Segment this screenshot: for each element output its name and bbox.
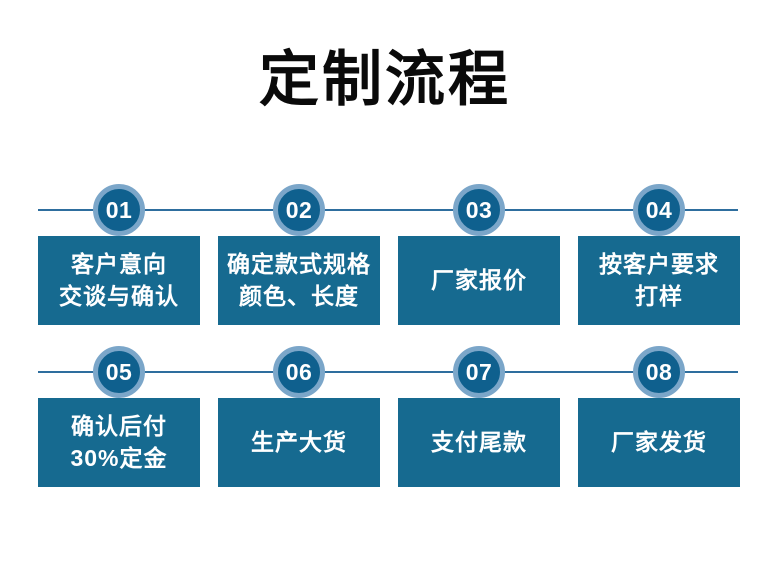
step-02-box: 确定款式规格 颜色、长度 [218, 236, 380, 325]
step-07-number: 07 [465, 358, 493, 385]
step-08-label-line1: 厂家发货 [611, 428, 707, 455]
step-08-number-badge: 08 [633, 346, 685, 398]
step-04: 04 按客户要求 打样 [578, 184, 740, 325]
step-02-number: 02 [285, 196, 313, 223]
step-01-label-line1: 客户意向 [71, 250, 167, 277]
step-03-box: 厂家报价 [398, 236, 560, 325]
step-05-box: 确认后付 30%定金 [38, 398, 200, 487]
step-01-label-line2: 交谈与确认 [59, 282, 179, 309]
step-08-box: 厂家发货 [578, 398, 740, 487]
step-05: 05 确认后付 30%定金 [38, 346, 200, 487]
step-05-number: 05 [105, 358, 133, 385]
step-05-label-line1: 确认后付 [71, 412, 167, 439]
step-01-number: 01 [105, 196, 133, 223]
step-07-number-badge: 07 [453, 346, 505, 398]
step-04-number-badge: 04 [633, 184, 685, 236]
page-title: 定制流程 [259, 46, 511, 113]
step-07-label-line1: 支付尾款 [431, 428, 527, 455]
step-01-number-badge: 01 [93, 184, 145, 236]
step-03-number: 03 [465, 196, 493, 223]
step-05-number-badge: 05 [93, 346, 145, 398]
step-03-number-badge: 03 [453, 184, 505, 236]
step-02: 02 确定款式规格 颜色、长度 [218, 184, 380, 325]
step-06-number: 06 [285, 358, 313, 385]
step-02-number-badge: 02 [273, 184, 325, 236]
flow-row-2: 05 确认后付 30%定金 06 生产大货 07 [38, 346, 740, 487]
connector-line-row2 [38, 371, 738, 373]
step-06-box: 生产大货 [218, 398, 380, 487]
step-04-box: 按客户要求 打样 [578, 236, 740, 325]
step-06-label-line1: 生产大货 [251, 428, 347, 455]
step-03-label-line1: 厂家报价 [431, 266, 527, 293]
connector-line-row1 [38, 209, 738, 211]
flow-row-1: 01 客户意向 交谈与确认 02 确定款式规格 颜色、长度 03 [38, 184, 740, 325]
step-04-number: 04 [645, 196, 673, 223]
step-08: 08 厂家发货 [578, 346, 740, 487]
step-01: 01 客户意向 交谈与确认 [38, 184, 200, 325]
step-02-label-line2: 颜色、长度 [239, 282, 359, 309]
step-07: 07 支付尾款 [398, 346, 560, 487]
step-07-box: 支付尾款 [398, 398, 560, 487]
step-04-label-line1: 按客户要求 [599, 250, 719, 277]
step-06-number-badge: 06 [273, 346, 325, 398]
step-02-label-line1: 确定款式规格 [227, 250, 371, 277]
step-04-label-line2: 打样 [635, 282, 683, 309]
step-06: 06 生产大货 [218, 346, 380, 487]
step-03: 03 厂家报价 [398, 184, 560, 325]
custom-process-infographic: 定制流程 01 客户意向 交谈与确认 02 确定款式规格 颜色、长度 [0, 42, 770, 572]
step-05-label-line2: 30%定金 [70, 444, 168, 471]
process-flow: 01 客户意向 交谈与确认 02 确定款式规格 颜色、长度 03 [0, 184, 770, 487]
step-08-number: 08 [645, 358, 673, 385]
step-01-box: 客户意向 交谈与确认 [38, 236, 200, 325]
